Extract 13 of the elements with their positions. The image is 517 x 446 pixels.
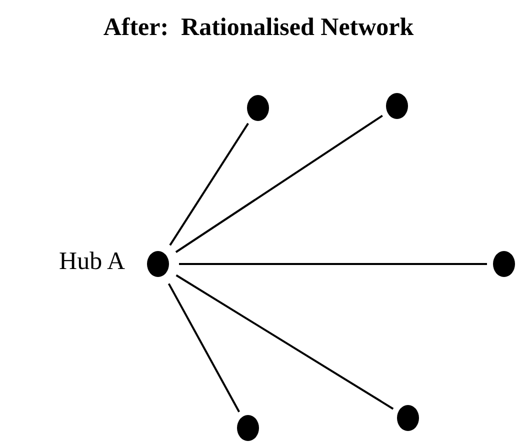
node-dot [386,93,408,119]
node-dot [493,251,515,277]
connector-line [176,274,394,410]
title: After: Rationalised Network [102,14,415,42]
connector-line [169,122,249,246]
connector-line [179,263,487,265]
node-dot [237,415,259,441]
connector-line [168,283,240,412]
node-label: Hub A [59,248,125,276]
node-dot [397,405,419,431]
node-dot [247,95,269,121]
connector-line [175,114,383,253]
node-dot [147,251,169,277]
